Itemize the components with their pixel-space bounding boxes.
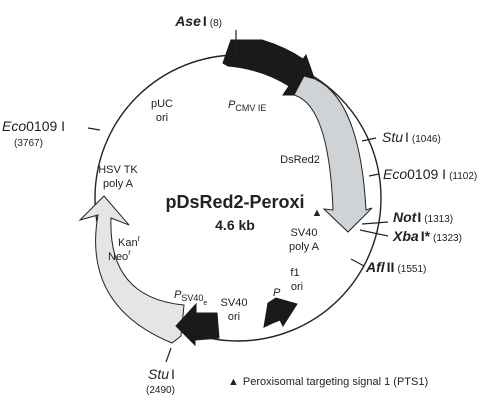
eco0109-i-site-label-1: Eco0109 I(1102) [383, 166, 477, 182]
hsv-tk-label-2: poly A [103, 178, 134, 190]
not-i-site-label: NotI(1313) [393, 209, 453, 225]
plasmid-size: 4.6 kb [215, 217, 255, 233]
stu-site-tick-2 [165, 347, 172, 363]
sv40-ori-label-1: SV40 [221, 297, 248, 309]
eco-site-tick-2 [87, 127, 101, 131]
puc-ori-label-1: pUC [151, 98, 173, 110]
dsred2-arrow [293, 75, 373, 233]
eco-site-tick-1 [368, 173, 380, 177]
sv40e-promoter-arrow [175, 302, 220, 347]
sv40-ori-label-2: ori [228, 311, 240, 323]
stu-site-tick-1 [361, 137, 377, 142]
dsred2-label: DsRed2 [280, 154, 320, 166]
f1-ori-label-2: ori [291, 281, 303, 293]
pts1-legend-icon: ▲ [228, 376, 239, 388]
hsv-tk-label-1: HSV TK [98, 164, 138, 176]
pts1-marker-icon: ▲ [312, 207, 323, 219]
f1-ori-label-1: f1 [290, 267, 299, 279]
neor-label: Neor [108, 248, 131, 263]
eco0109-i-site-pos-2: (3767) [14, 138, 43, 149]
kanr-neor-arrow [78, 195, 185, 344]
eco0109-i-site-label-2: Eco0109 I [2, 118, 65, 134]
plasmid-name: pDsRed2-Peroxi [165, 192, 304, 212]
pcmv-label: PCMV IE [228, 99, 266, 113]
pts1-legend: ▲Peroxisomal targeting signal 1 (PTS1) [228, 376, 428, 388]
not-site-tick [361, 221, 389, 225]
psv40e-label: PSV40e [174, 289, 207, 307]
sv40-polya-label-1: SV40 [291, 227, 318, 239]
kanr-label: Kanr [118, 234, 141, 249]
afl-site-tick [350, 258, 365, 267]
p-promoter-label: P [273, 287, 281, 299]
stu-i-site-pos-2: (2490) [146, 385, 175, 396]
sv40-polya-label-2: poly A [289, 241, 320, 253]
xba-site-tick [359, 229, 389, 237]
p-promoter-arrow [263, 297, 298, 328]
puc-ori-label-2: ori [156, 112, 168, 124]
